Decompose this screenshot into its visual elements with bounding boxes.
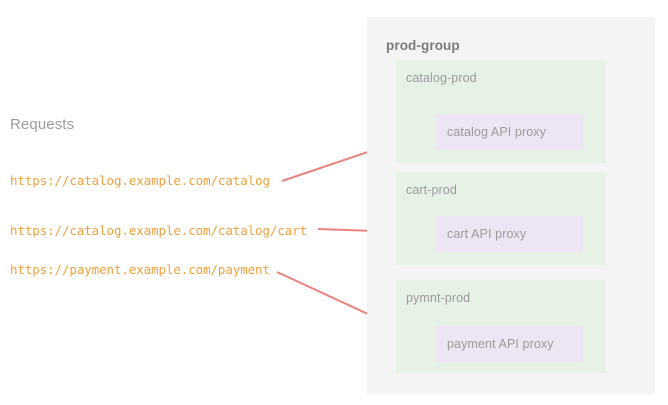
proxy-label: payment API proxy <box>447 337 554 351</box>
request-url-payment: https://payment.example.com/payment <box>10 262 270 277</box>
environment-label: pymnt-prod <box>406 291 471 305</box>
requests-title: Requests <box>10 116 75 133</box>
prod-group-panel: prod-group catalog-prod catalog API prox… <box>367 17 655 394</box>
environment-label: catalog-prod <box>406 71 477 85</box>
environment-label: cart-prod <box>406 183 457 197</box>
proxy-label: catalog API proxy <box>447 125 546 139</box>
request-url-catalog: https://catalog.example.com/catalog <box>10 173 270 188</box>
proxy-payment-api-proxy[interactable]: payment API proxy <box>435 326 583 362</box>
prod-group-title: prod-group <box>386 38 460 53</box>
request-url-catalog-cart: https://catalog.example.com/catalog/cart <box>10 223 308 238</box>
requests-section: Requests https://catalog.example.com/cat… <box>10 116 308 277</box>
proxy-catalog-api-proxy[interactable]: catalog API proxy <box>435 114 583 150</box>
proxy-cart-api-proxy[interactable]: cart API proxy <box>435 216 583 252</box>
proxy-label: cart API proxy <box>447 227 527 241</box>
environment-pymnt-prod[interactable]: pymnt-prod payment API proxy <box>396 280 606 373</box>
environment-cart-prod[interactable]: cart-prod cart API proxy <box>396 172 606 265</box>
environment-catalog-prod[interactable]: catalog-prod catalog API proxy <box>396 60 606 163</box>
